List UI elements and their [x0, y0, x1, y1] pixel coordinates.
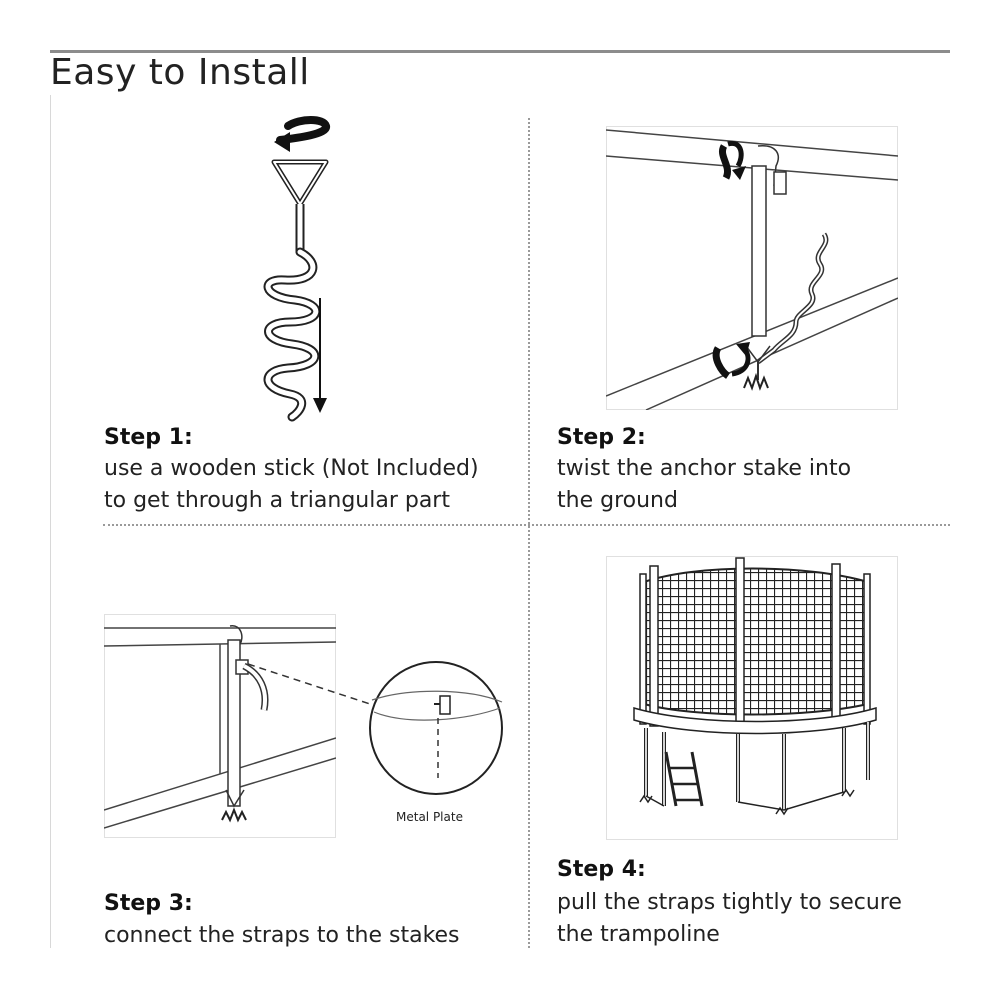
step2-title: Step 2: [557, 425, 646, 450]
down-arrow-icon [310, 298, 330, 418]
step1-title: Step 1: [104, 425, 193, 450]
metal-plate-label: Metal Plate [396, 810, 463, 824]
twist-down-arrow-icon [712, 342, 751, 379]
vertical-divider [528, 118, 530, 948]
twist-up-arrow-icon [719, 140, 746, 180]
step3-text: connect the straps to the stakes [104, 920, 460, 952]
step4-illustration [606, 556, 898, 840]
step4-line-2: the trampoline [557, 922, 720, 947]
step1-line-1: use a wooden stick (Not Included) [104, 456, 479, 481]
step2-line-1: twist the anchor stake into [557, 456, 852, 481]
step1-text: use a wooden stick (Not Included) to get… [104, 453, 479, 517]
rotate-arrow-icon [274, 116, 330, 152]
step2-illustration [606, 126, 898, 410]
left-border [50, 95, 51, 948]
horizontal-divider [103, 524, 950, 526]
step2-text: twist the anchor stake into the ground [557, 453, 851, 517]
step4-text: pull the straps tightly to secure the tr… [557, 887, 902, 951]
callout-magnifier [368, 660, 508, 800]
step1-line-2: to get through a triangular part [104, 488, 450, 513]
page-title: Easy to Install [50, 52, 310, 93]
step4-title: Step 4: [557, 857, 646, 882]
step2-line-2: the ground [557, 488, 678, 513]
step3-illustration [104, 614, 336, 838]
step4-line-1: pull the straps tightly to secure [557, 890, 902, 915]
step3-title: Step 3: [104, 891, 193, 916]
step3-line-1: connect the straps to the stakes [104, 923, 460, 948]
step1-illustration [240, 112, 360, 432]
callout-leader [248, 654, 378, 714]
top-rule [50, 50, 950, 53]
